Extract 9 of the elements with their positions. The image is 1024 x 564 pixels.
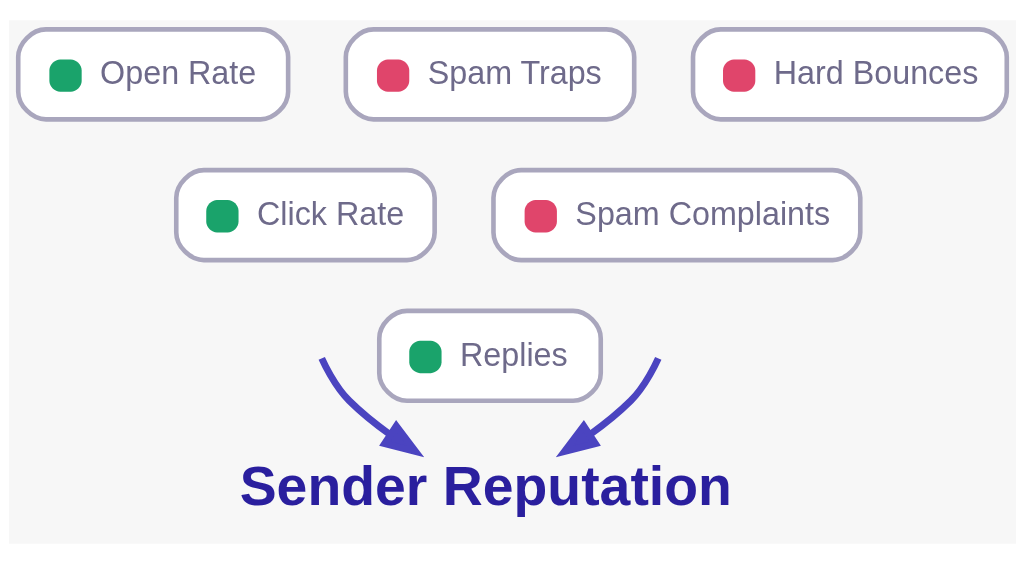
node-box: Replies (376, 308, 603, 404)
node-box: Click Rate (173, 167, 437, 263)
node-box: Spam Traps (343, 27, 636, 122)
arrow (555, 356, 661, 458)
node-box: Open Rate (15, 27, 290, 122)
arrow (318, 356, 424, 458)
node-box: Hard Bounces (690, 27, 1009, 122)
node-text: Sender Reputation (239, 455, 732, 518)
node-box: Spam Complaints (490, 167, 863, 263)
